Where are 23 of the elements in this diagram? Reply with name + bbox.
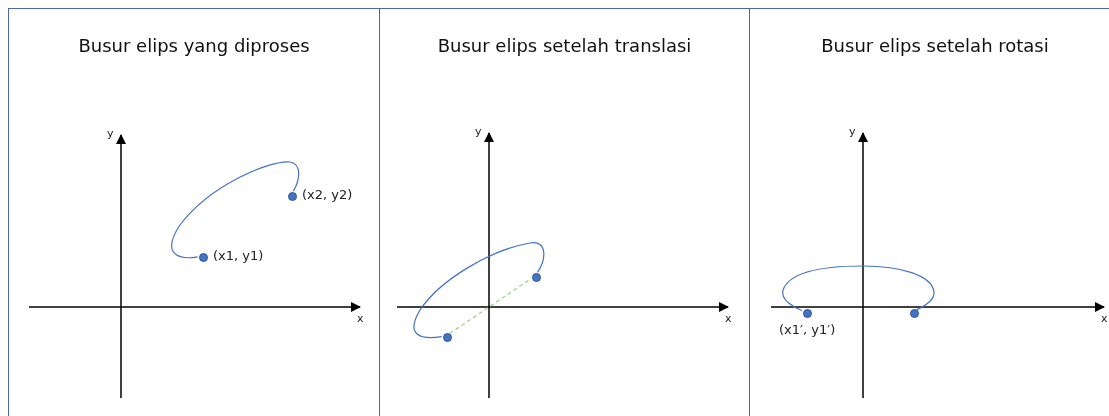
axis-label: y: [849, 125, 856, 139]
panel-title: Busur elips setelah rotasi: [820, 35, 1050, 56]
axis-label: y: [107, 127, 114, 141]
point-label: (x1′, y1′): [779, 323, 836, 337]
arc-curve: [782, 265, 935, 312]
point-label: (x2, y2): [302, 188, 353, 202]
axis-label: x: [725, 312, 732, 326]
arc-curve: [171, 161, 300, 259]
panel-title: Busur elips yang diproses: [77, 35, 311, 56]
axis-label: x: [357, 312, 364, 326]
panel: [8, 8, 380, 416]
axis-label: x: [1101, 312, 1108, 326]
dashed-line: [449, 277, 532, 335]
point-marker: [909, 308, 919, 318]
point-marker: [198, 252, 208, 262]
point-marker: [802, 308, 812, 318]
axis-label: y: [475, 125, 482, 139]
point-marker: [287, 191, 297, 201]
panel-title: Busur elips setelah translasi: [436, 35, 693, 56]
arc-curve: [413, 242, 545, 339]
point-label: (x1, y1): [213, 249, 264, 263]
point-marker: [442, 332, 452, 342]
point-marker: [531, 272, 541, 282]
